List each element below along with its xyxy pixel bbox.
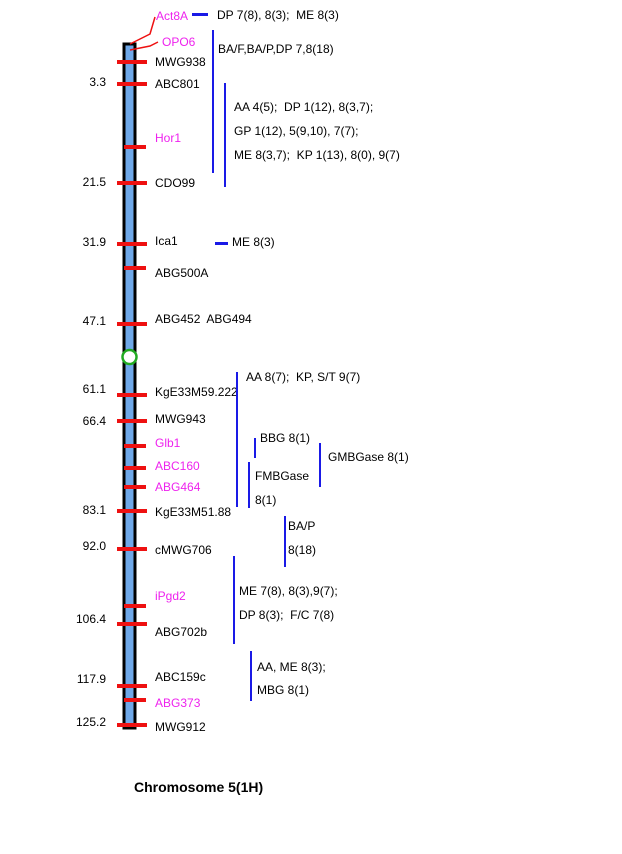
map-position: 47.1 (83, 314, 107, 328)
marker-name: Ica1 (155, 234, 178, 248)
marker-ticks (117, 60, 147, 727)
qtl-bars (192, 13, 321, 701)
marker-tick (117, 242, 147, 246)
marker-tick (124, 444, 146, 448)
marker-tick (117, 393, 147, 397)
marker-name: ABG500A (155, 266, 208, 280)
qtl-bar (319, 443, 321, 487)
marker-tick (117, 684, 147, 688)
qtl-bar (284, 516, 286, 567)
marker-tick (124, 698, 146, 702)
marker-name: ABG464 (155, 480, 201, 494)
map-position: 3.3 (89, 75, 106, 89)
qtl-bar (248, 462, 250, 508)
qtl-bar (212, 30, 214, 173)
map-position: 31.9 (83, 235, 107, 249)
marker-tick (117, 322, 147, 326)
marker-name: MWG938 (155, 55, 206, 69)
qtl-label: 8(1) (255, 493, 276, 507)
marker-names: Act8A OPO6 MWG938 ABC801 Hor1 CDO99 Ica1… (155, 9, 252, 734)
marker-tick (117, 509, 147, 513)
marker-name: Glb1 (155, 436, 181, 450)
qtl-label: DP 8(3); F/C 7(8) (239, 608, 334, 622)
qtl-label: MBG 8(1) (257, 683, 309, 697)
map-position: 83.1 (83, 503, 107, 517)
marker-name: OPO6 (162, 35, 196, 49)
marker-tick (117, 60, 147, 64)
marker-name: ABG373 (155, 696, 201, 710)
qtl-label: ME 7(8), 8(3),9(7); (239, 584, 338, 598)
qtl-bar (254, 438, 256, 458)
chromosome-caption: Chromosome 5(1H) (134, 779, 263, 795)
marker-tick (124, 604, 146, 608)
map-positions: 3.3 21.5 31.9 47.1 61.1 66.4 83.1 92.0 1… (76, 75, 106, 729)
marker-name: CDO99 (155, 176, 195, 190)
qtl-label: GP 1(12), 5(9,10), 7(7); (234, 124, 359, 138)
qtl-bar (233, 556, 235, 644)
map-position: 92.0 (83, 539, 107, 553)
qtl-label: BA/P (288, 519, 315, 533)
marker-tick (117, 419, 147, 423)
map-position: 61.1 (83, 382, 107, 396)
map-position: 66.4 (83, 414, 107, 428)
map-position: 117.9 (77, 672, 106, 686)
marker-tick (117, 547, 147, 551)
marker-name: MWG912 (155, 720, 206, 734)
qtl-label: GMBGase 8(1) (328, 450, 409, 464)
qtl-label: ME 8(3,7); KP 1(13), 8(0), 9(7) (234, 148, 400, 162)
marker-name: ABC159c (155, 670, 206, 684)
map-position: 21.5 (83, 175, 107, 189)
qtl-label: AA 4(5); DP 1(12), 8(3,7); (234, 100, 373, 114)
qtl-label: BBG 8(1) (260, 431, 310, 445)
marker-name: ABC160 (155, 459, 200, 473)
qtl-label: ME 8(3) (232, 235, 275, 249)
qtl-bar (236, 372, 238, 507)
marker-name: Hor1 (155, 131, 181, 145)
qtl-bar (215, 242, 228, 245)
qtl-label: BA/F,BA/P,DP 7,8(18) (218, 42, 334, 56)
map-position: 125.2 (76, 715, 106, 729)
marker-tick (117, 181, 147, 185)
marker-tick (124, 145, 146, 149)
marker-name: ABC801 (155, 77, 200, 91)
marker-name: cMWG706 (155, 543, 212, 557)
leader-line-act8a (129, 16, 156, 45)
qtl-label: AA 8(7); KP, S/T 9(7) (246, 370, 360, 384)
qtl-bar (192, 13, 208, 16)
qtl-label: AA, ME 8(3); (257, 660, 326, 674)
marker-tick (117, 622, 147, 626)
qtl-labels: DP 7(8), 8(3); ME 8(3) BA/F,BA/P,DP 7,8(… (217, 8, 409, 697)
map-position: 106.4 (76, 612, 106, 626)
marker-name: ABG702b (155, 625, 207, 639)
qtl-bar (224, 83, 226, 187)
qtl-label: 8(18) (288, 543, 316, 557)
marker-name: iPgd2 (155, 589, 186, 603)
chromosome-bar (122, 42, 137, 730)
marker-name: KgE33M51.88 (155, 505, 231, 519)
marker-tick (124, 485, 146, 489)
marker-name: KgE33M59.222 (155, 385, 238, 399)
marker-name: ABG452 ABG494 (155, 312, 252, 326)
marker-name: Act8A (156, 9, 188, 23)
qtl-label: DP 7(8), 8(3); ME 8(3) (217, 8, 339, 22)
marker-tick (124, 266, 146, 270)
qtl-label: FMBGase (255, 469, 309, 483)
marker-tick (124, 466, 146, 470)
leader-line-opo6 (129, 41, 159, 51)
marker-tick (117, 82, 147, 86)
marker-tick (117, 723, 147, 727)
marker-name: MWG943 (155, 412, 206, 426)
centromere (121, 348, 138, 366)
qtl-bar (250, 651, 252, 701)
